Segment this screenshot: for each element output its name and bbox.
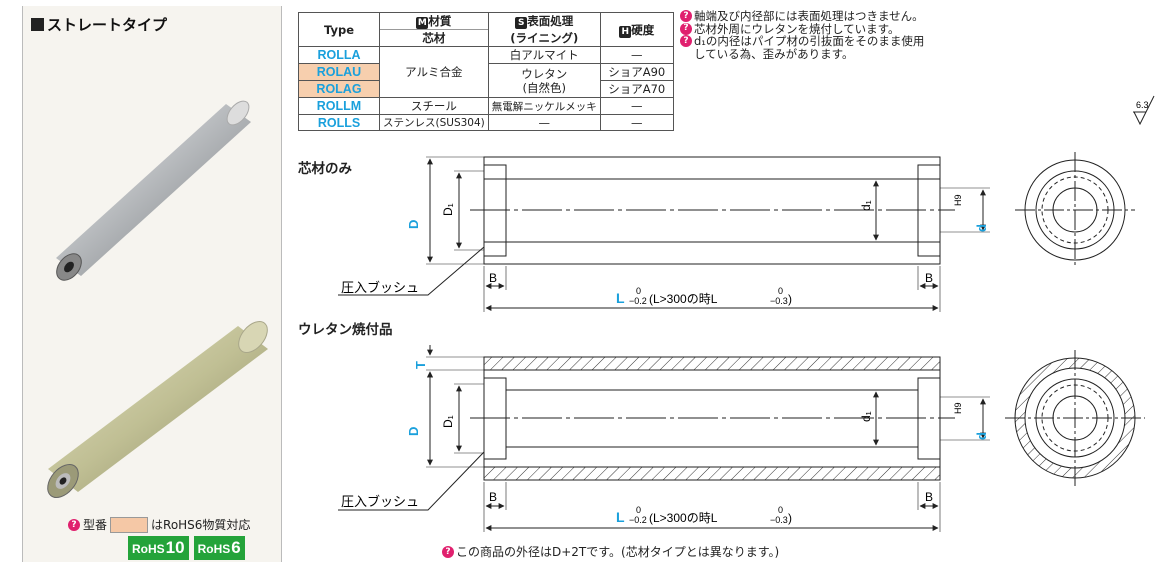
header-lining: (ライニング) [487,29,601,47]
roughness-symbol [1133,95,1155,126]
dim-D-2: D [406,427,421,436]
tol-lower2: −0.3 [770,296,788,306]
dim-d1-2: d₁ [859,411,873,422]
section1-side-view [338,156,990,312]
hardness-icon: H [619,25,632,38]
tol-upper: 0 [636,286,641,296]
panel-title: ストレートタイプ [31,14,167,35]
hardness-a90: ショアA90 [599,63,674,81]
press-bush-label-2: 圧入ブッシュ [341,494,419,509]
surface-urethane: ウレタン(自然色) [487,63,601,98]
rohs-note: ? 型番 はRoHS6物質対応 [68,516,250,533]
dim-B-left: B [489,271,497,285]
rohs-note-suffix: はRoHS6物質対応 [151,518,251,532]
dim-H9: H9 [953,194,963,206]
tol-lower2-2: −0.3 [770,515,788,525]
dim-d-2: d [974,432,989,440]
material-steel: スチール [379,97,489,115]
notes: ?軸端及び内径部には表面処理はつきません。 ?芯材外周にウレタンを焼付しています… [680,10,924,60]
type-rolau: ROLAU [298,63,380,81]
bottom-note-text: この商品の外径はD+2Tです。(芯材タイプとは異なります。) [456,545,780,559]
dim-D: D [406,220,421,229]
tip-icon: ? [68,518,80,531]
dim-d1: d₁ [859,200,873,211]
product-illustrations [47,100,268,498]
hardness-a70: ショアA70 [599,80,674,98]
hardness-dash-2: — [599,97,674,115]
tip-icon: ? [680,22,692,35]
dim-B-right: B [925,271,933,285]
section1-title: 芯材のみ [298,161,352,177]
rohs-note-prefix: 型番 [83,518,108,532]
dim-L-2: L [616,509,625,525]
press-bush-label: 圧入ブッシュ [341,280,419,295]
note-3: ?d₁の内径はパイプ材の引抜面をそのまま使用 [680,35,924,48]
note-4: している為、歪みがあります。 [694,46,854,61]
dim-L: L [616,290,625,306]
dim-T: T [413,361,428,369]
close-paren-2: ) [788,511,792,525]
section2-end-view [1005,350,1145,486]
tol-upper-2: 0 [636,505,641,515]
L-condition-2: (L>300の時L [649,511,718,525]
tip-icon: ? [442,545,454,558]
section2-side-view [338,345,990,532]
tol-lower-2: −0.2 [629,515,647,525]
header-core: 芯材 [379,29,489,47]
material-aluminum: アルミ合金 [379,46,489,98]
panel-title-text: ストレートタイプ [47,16,168,34]
hardness-dash-3: — [599,114,674,131]
tip-icon: ? [680,35,692,47]
dim-B-right-2: B [925,490,933,504]
tip-icon: ? [680,10,692,22]
tol-lower: −0.2 [629,296,647,306]
dim-H9-2: H9 [953,402,963,414]
type-rolla: ROLLA [298,46,380,64]
surface-icon: S [515,17,528,30]
dim-D1-2: D₁ [441,415,455,428]
material-stainless: ステンレス(SUS304) [379,114,489,131]
type-rolag: ROLAG [298,80,380,98]
type-rollm: ROLLM [298,97,380,115]
hardness-dash-1: — [599,46,674,64]
product-image-panel: ストレートタイプ [22,6,282,562]
dim-B-left-2: B [489,490,497,504]
roughness-value: 6.3 [1136,100,1149,110]
material-icon: M [416,17,429,29]
tol-upper2: 0 [778,286,783,296]
note-2: ?芯材外周にウレタンを焼付しています。 [680,22,924,36]
tol-upper2-2: 0 [778,505,783,515]
square-bullet-icon [31,18,44,31]
surface-nickel: 無電解ニッケルメッキ [487,97,601,115]
note-1: ?軸端及び内径部には表面処理はつきません。 [680,10,924,23]
section1-end-view [1015,152,1135,268]
section2-title: ウレタン焼付品 [298,322,393,338]
dim-D1: D₁ [441,203,455,216]
type-rolls: ROLLS [298,114,380,131]
metal-roller-image [56,100,251,281]
urethane-roller-image [47,321,268,498]
L-condition: (L>300の時L [649,292,718,306]
surface-white-alumite: 白アルマイト [487,46,601,64]
highlight-swatch [110,516,149,533]
header-type: Type [298,12,380,47]
surface-dash: — [487,114,601,131]
bottom-note: ? この商品の外径はD+2Tです。(芯材タイプとは異なります。) [442,543,779,560]
dim-d: d [974,224,989,232]
close-paren: ) [788,292,792,306]
